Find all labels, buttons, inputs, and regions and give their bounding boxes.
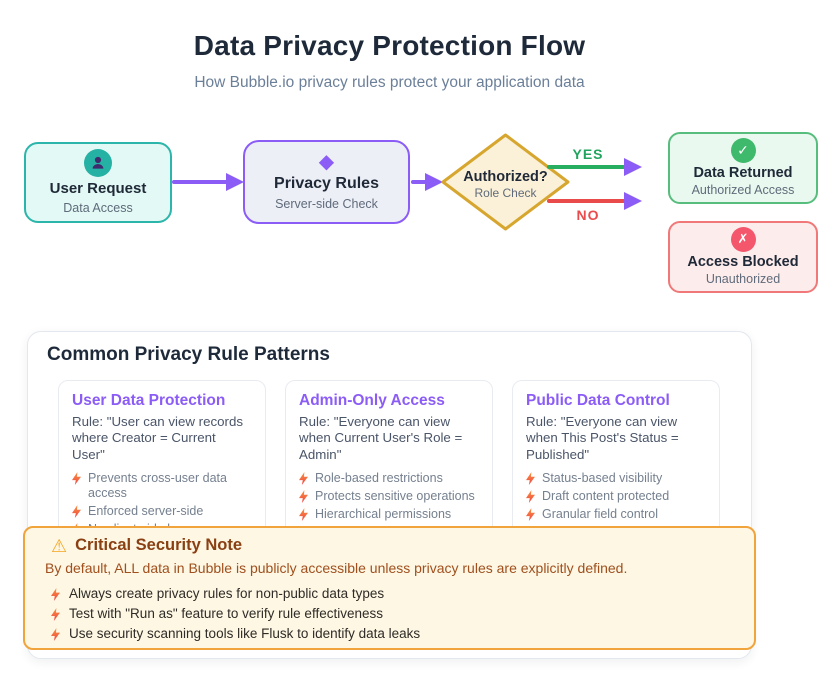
note-point-text: Test with "Run as" feature to verify rul… — [69, 606, 383, 621]
node-subtitle: Data Access — [63, 200, 133, 215]
patterns-heading: Common Privacy Rule Patterns — [47, 344, 330, 365]
lightning-icon — [526, 508, 535, 522]
card-rule: Rule: "Everyone can view when Current Us… — [299, 414, 463, 462]
card-point-text: Enforced server-side — [88, 504, 204, 519]
connector-line — [411, 180, 428, 184]
no-label: NO — [576, 207, 600, 223]
node-subtitle: Server-side Check — [275, 196, 378, 211]
note-title: Critical Security Note — [75, 536, 243, 554]
card-point: Role-based restrictions — [299, 471, 479, 486]
note-point-text: Always create privacy rules for non-publ… — [69, 586, 385, 601]
card-point: Granular field control — [526, 507, 706, 522]
card-point-text: Protects sensitive operations — [315, 489, 475, 504]
warning-icon: ⚠ — [51, 535, 68, 556]
node-title: Privacy Rules — [274, 175, 379, 193]
node-title: User Request — [49, 180, 147, 198]
lightning-icon — [51, 608, 60, 621]
page-title: Data Privacy Protection Flow — [193, 30, 586, 61]
card-point-text: Role-based restrictions — [315, 471, 443, 486]
arrow-right-icon — [624, 192, 642, 210]
x-icon: ✗ — [730, 226, 756, 252]
lightning-icon — [299, 472, 308, 486]
flow-node-user-request: User Request Data Access — [24, 142, 172, 223]
card-point: Enforced server-side — [72, 504, 252, 519]
lightning-icon — [51, 628, 60, 641]
lightning-icon — [51, 588, 60, 601]
note-point-text: Use security scanning tools like Flusk t… — [69, 626, 421, 641]
flow-node-privacy-rules: ◆ Privacy Rules Server-side Check — [243, 140, 410, 224]
card-point: Status-based visibility — [526, 471, 706, 486]
yes-label: YES — [572, 146, 604, 162]
node-subtitle: Authorized Access — [691, 183, 795, 198]
lightning-icon — [526, 472, 535, 486]
card-rule: Rule: "User can view records where Creat… — [72, 414, 243, 462]
card-point-text: Granular field control — [542, 507, 659, 522]
note-point: Test with "Run as" feature to verify rul… — [45, 604, 734, 624]
flow-node-decision: Authorized? Role Check — [440, 133, 571, 231]
card-point: Draft content protected — [526, 489, 706, 504]
card-point-text: Status-based visibility — [542, 471, 663, 486]
node-subtitle: Unauthorized — [705, 272, 781, 287]
card-point: Prevents cross-user data access — [72, 471, 252, 501]
page-subtitle: How Bubble.io privacy rules protect your… — [194, 74, 585, 91]
lightning-icon — [299, 508, 308, 522]
card-title: Public Data Control — [526, 392, 670, 409]
diamond-icon: ◆ — [318, 151, 335, 174]
critical-security-note: ⚠ Critical Security Note By default, ALL… — [23, 526, 756, 650]
no-connector-line — [547, 199, 627, 203]
patterns-panel: Common Privacy Rule Patterns User Data P… — [23, 331, 756, 659]
decision-title: Authorized? — [463, 169, 548, 185]
note-point: Use security scanning tools like Flusk t… — [45, 624, 734, 644]
card-point: Protects sensitive operations — [299, 489, 479, 504]
user-icon — [84, 149, 112, 178]
node-title: Access Blocked — [687, 253, 799, 270]
flow-node-data-returned: ✓ Data Returned Authorized Access — [668, 132, 818, 204]
arrow-right-icon — [624, 158, 642, 176]
arrow-right-icon — [226, 173, 244, 191]
decision-subtitle: Role Check — [474, 185, 537, 200]
arrow-right-icon — [425, 173, 443, 191]
note-point: Always create privacy rules for non-publ… — [45, 584, 734, 604]
card-point: Hierarchical permissions — [299, 507, 479, 522]
card-point-text: Hierarchical permissions — [315, 507, 452, 522]
check-icon: ✓ — [730, 137, 756, 163]
note-warning-text: By default, ALL data in Bubble is public… — [45, 560, 628, 576]
card-title: User Data Protection — [72, 392, 226, 409]
yes-connector-line — [547, 165, 627, 169]
node-title: Data Returned — [693, 164, 793, 181]
card-point-text: Prevents cross-user data access — [88, 471, 227, 501]
lightning-icon — [299, 490, 308, 504]
lightning-icon — [526, 490, 535, 504]
connector-line — [172, 180, 230, 184]
flow-node-access-blocked: ✗ Access Blocked Unauthorized — [668, 221, 818, 293]
card-point-text: Draft content protected — [542, 489, 670, 504]
card-rule: Rule: "Everyone can view when This Post'… — [526, 414, 679, 462]
card-title: Admin-Only Access — [299, 392, 445, 409]
lightning-icon — [72, 472, 81, 486]
lightning-icon — [72, 505, 81, 519]
